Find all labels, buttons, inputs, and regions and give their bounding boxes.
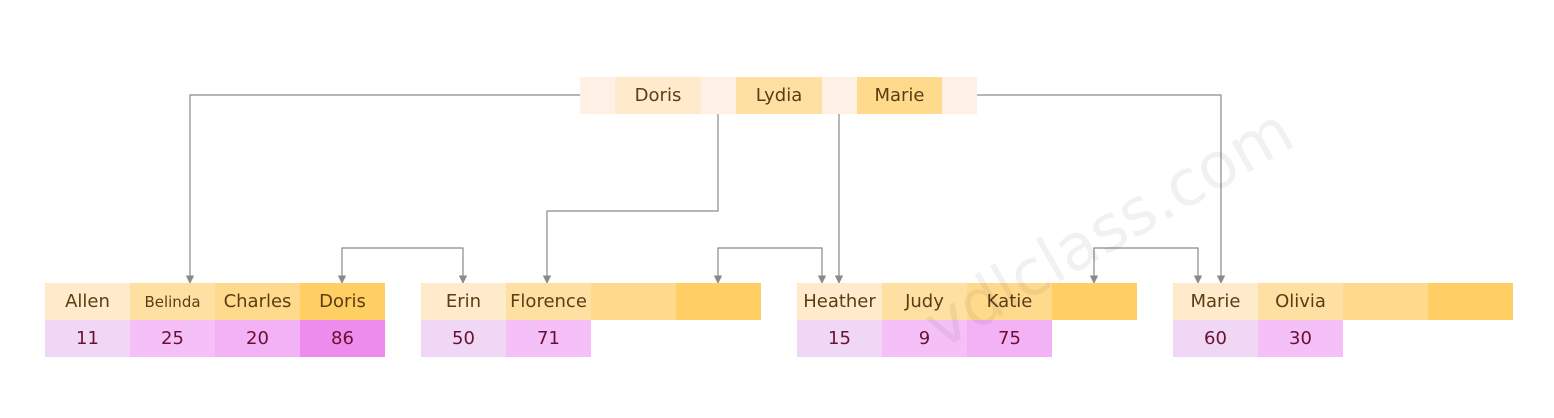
leaf-key: Charles: [215, 283, 300, 320]
leaf-key: Erin: [421, 283, 506, 320]
leaf-2-3-link-arrow: [713, 247, 827, 284]
leaf-1-2-link-arrow: [337, 247, 468, 284]
root-pointer-slot: [580, 77, 615, 114]
leaf-key: [1428, 283, 1513, 320]
leaf-key: Allen: [45, 283, 130, 320]
leaf-value: 15: [797, 320, 882, 357]
leaf-key: Heather: [797, 283, 882, 320]
leaf-value: 71: [506, 320, 591, 357]
leaf-3-4-link-arrow: [1089, 247, 1203, 284]
root-pointer-slot: [942, 77, 977, 114]
leaf-value: 9: [882, 320, 967, 357]
leaf-value: 50: [421, 320, 506, 357]
leaf-key: Florence: [506, 283, 591, 320]
leaf-value: 25: [130, 320, 215, 357]
leaf-value: 60: [1173, 320, 1258, 357]
leaf-value: 20: [215, 320, 300, 357]
root-pointer-slot: [822, 77, 857, 114]
leaf-key: [1052, 283, 1137, 320]
leaf-key: [1343, 283, 1428, 320]
leaf-value: 11: [45, 320, 130, 357]
root-key: Marie: [857, 77, 942, 114]
leaf-key: [676, 283, 761, 320]
root-to-leaf-2-arrow: [542, 114, 719, 284]
root-key: Lydia: [736, 77, 822, 114]
leaf-value: 30: [1258, 320, 1343, 357]
root-to-leaf-4-arrow: [977, 94, 1226, 284]
leaf-key: Olivia: [1258, 283, 1343, 320]
leaf-key: Belinda: [130, 283, 215, 320]
root-pointer-slot: [701, 77, 736, 114]
leaf-key: Doris: [300, 283, 385, 320]
leaf-key: Marie: [1173, 283, 1258, 320]
root-key: Doris: [615, 77, 701, 114]
leaf-key: Katie: [967, 283, 1052, 320]
root-to-leaf-1-arrow: [185, 94, 580, 284]
leaf-key: [591, 283, 676, 320]
leaf-value: 86: [300, 320, 385, 357]
leaf-value: 75: [967, 320, 1052, 357]
leaf-key: Judy: [882, 283, 967, 320]
